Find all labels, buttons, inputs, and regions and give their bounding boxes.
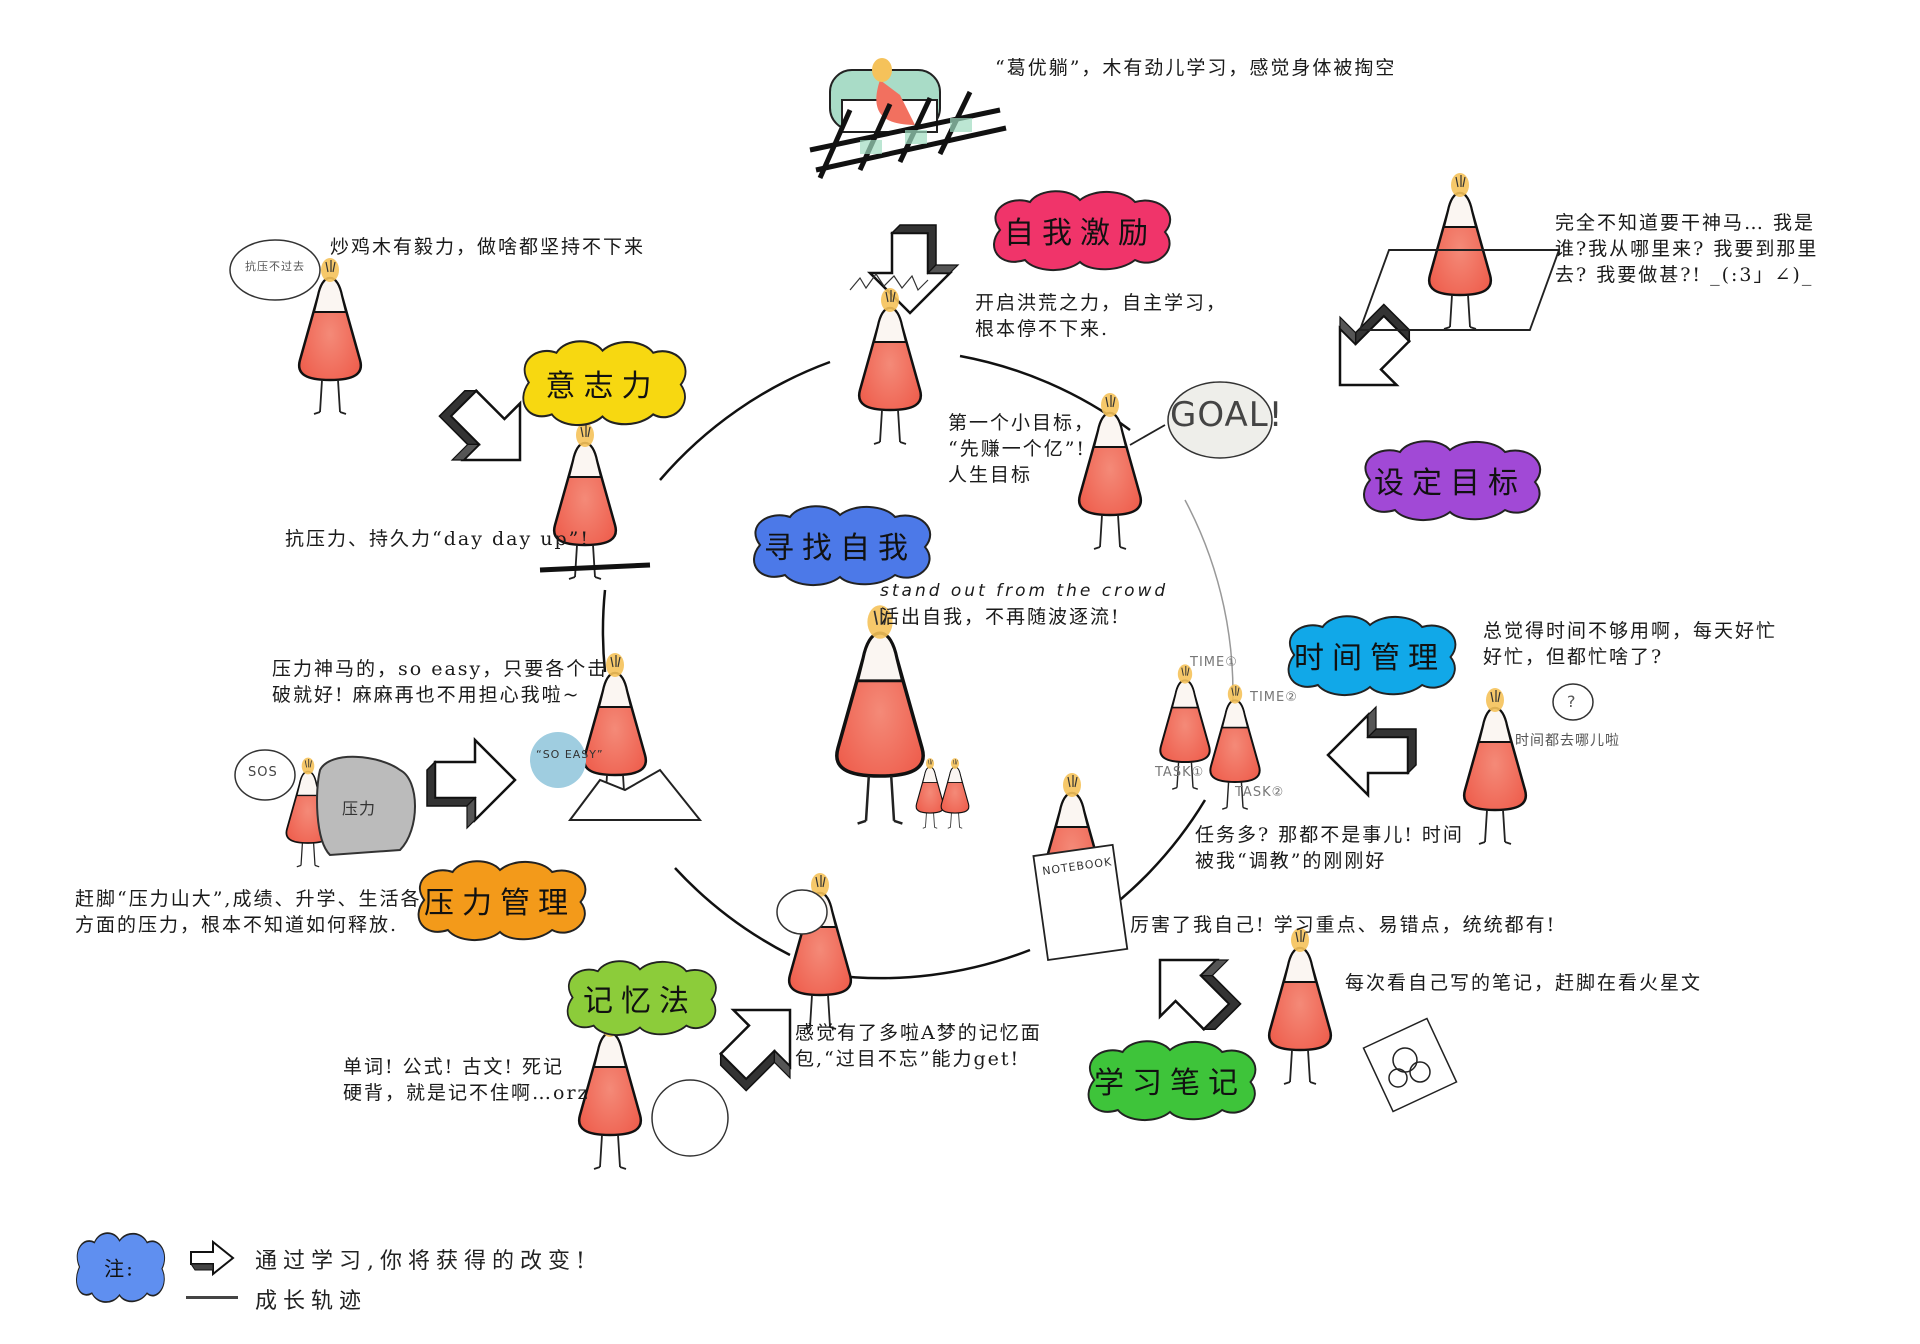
figure-small-1 — [915, 757, 945, 829]
where-time-label: 时间都去哪儿啦 — [1515, 733, 1620, 749]
caption-memory-good-2: 包,“过目不忘”能力get! — [795, 1048, 1021, 1070]
caption-notes-bad: 每次看自己写的笔记，赶脚在看火星文 — [1345, 972, 1703, 994]
topic-study-notes[interactable]: 学习笔记 — [1080, 1040, 1260, 1121]
caption-motivated-2: 根本停不下来. — [975, 318, 1110, 340]
legend-arrow-icon — [190, 1239, 235, 1277]
caption-notes-good: 厉害了我自己! 学习重点、易错点，统统都有! — [1130, 914, 1557, 936]
change-arrow-notes — [1130, 924, 1258, 1052]
topic-label: 意志力 — [545, 368, 660, 404]
caption-stress-bad-2: 方面的压力，根本不知道如何释放. — [75, 914, 399, 936]
change-arrow-time — [1326, 705, 1418, 797]
caption-stress-ok-1: 压力神马的，so easy，只要各个击 — [272, 658, 609, 680]
task2-label: TASK② — [1235, 785, 1285, 800]
growth-trajectory — [601, 354, 1234, 980]
legend-arrow-desc: 通过学习,你将获得的改变! — [255, 1249, 591, 1274]
legend-title: 注: — [104, 1256, 135, 1281]
figure-motivated — [849, 272, 929, 446]
topic-label: 学习笔记 — [1094, 1066, 1246, 1101]
topic-label: 设定目标 — [1374, 466, 1526, 501]
sofa-scene — [809, 58, 1007, 180]
legend-line-desc: 成长轨迹 — [255, 1289, 368, 1314]
topic-label: 记忆法 — [583, 983, 697, 1019]
caption-memory-good-1: 感觉有了多啦A梦的记忆面 — [795, 1022, 1042, 1044]
goal-label: GOAL! — [1170, 395, 1284, 435]
topic-self-motivation[interactable]: 自我激励 — [985, 190, 1175, 272]
caption-memory-bad-1: 单词! 公式! 古文! 死记 — [343, 1056, 565, 1078]
caption-goal-lost-2: 谁?我从哪里来? 我要到那里 — [1555, 238, 1819, 260]
thought-bubble-so-easy — [530, 732, 586, 788]
thought-bubble-will — [229, 239, 321, 301]
figure-will-strong — [552, 421, 618, 581]
caption-goal-set-3: 人生目标 — [948, 464, 1033, 486]
time1-label: TIME① — [1190, 655, 1238, 670]
caption-goal-set-1: 第一个小目标， — [948, 412, 1096, 434]
topic-willpower[interactable]: 意志力 — [515, 340, 690, 427]
caption-time-ok-1: 任务多? 那都不是事儿! 时间 — [1195, 824, 1464, 846]
question-mark: ? — [1567, 692, 1577, 711]
caption-motivated-1: 开启洪荒之力，自主学习， — [975, 292, 1228, 314]
thought-bubble-memory — [651, 1079, 729, 1157]
topic-label: 压力管理 — [424, 886, 576, 921]
sos-label: SOS — [248, 765, 278, 780]
topic-label: 时间管理 — [1294, 641, 1446, 676]
caption-time-busy-1: 总觉得时间不够用啊，每天好忙 — [1483, 620, 1778, 642]
thought-bubble-memory-good — [776, 889, 828, 935]
time2-label: TIME② — [1250, 690, 1298, 705]
topic-time-management[interactable]: 时间管理 — [1280, 615, 1460, 696]
figure-notes-bad — [1267, 926, 1333, 1086]
so-easy-label: “SO EASY” — [536, 748, 604, 761]
figure-small-2 — [940, 757, 970, 829]
caption-self-cn: 活出自我，不再随波逐流! — [880, 606, 1121, 628]
change-arrow-stress — [425, 738, 517, 830]
topic-label: 自我激励 — [1004, 216, 1156, 251]
caption-goal-lost-3: 去? 我要做甚?! _(:3」∠)_ — [1555, 264, 1814, 286]
stress-rock-label: 压力 — [342, 799, 377, 818]
thought-bubble-sos — [234, 749, 296, 801]
caption-goal-lost-1: 完全不知道要干神马… 我是 — [1555, 212, 1816, 234]
caption-stress-bad-1: 赶脚“压力山大”,成绩、升学、生活各 — [75, 888, 422, 910]
legend-line-icon — [186, 1296, 238, 1299]
figure-time-busy — [1462, 686, 1528, 846]
caption-will-weak: 炒鸡木有毅力，做啥都坚持不下来 — [330, 236, 646, 258]
legend-note-cloud: 注: — [72, 1232, 167, 1303]
topic-goal-setting[interactable]: 设定目标 — [1355, 440, 1545, 522]
topic-label: 寻找自我 — [764, 531, 916, 566]
figure-find-self — [835, 603, 925, 826]
caption-time-busy-2: 好忙，但都忙啥了? — [1483, 646, 1664, 668]
caption-time-ok-2: 被我“调教”的刚刚好 — [1195, 850, 1387, 872]
caption-lazy: “葛优躺”，木有劲儿学习，感觉身体被掏空 — [995, 57, 1397, 79]
caption-memory-bad-2: 硬背，就是记不住啊…orz — [343, 1082, 590, 1104]
caption-will-strong: 抗压力、持久力“day day up”! — [285, 528, 590, 550]
task1-label: TASK① — [1155, 765, 1205, 780]
will-bubble-label: 抗压不过去 — [245, 260, 305, 273]
topic-memory[interactable]: 记忆法 — [560, 960, 720, 1036]
topic-find-self[interactable]: 寻找自我 — [745, 505, 935, 587]
figure-goal — [1077, 391, 1166, 551]
thought-bubble-question — [1552, 683, 1594, 721]
caption-stress-ok-2: 破就好! 麻麻再也不用担心我啦~ — [272, 684, 581, 706]
caption-goal-set-2: “先赚一个亿”! — [948, 438, 1087, 460]
thought-bubble-goal — [1167, 381, 1273, 459]
topic-stress-management[interactable]: 压力管理 — [410, 860, 590, 941]
cloud-shape — [993, 190, 1172, 272]
caption-self-en: stand out from the crowd — [880, 581, 1169, 601]
